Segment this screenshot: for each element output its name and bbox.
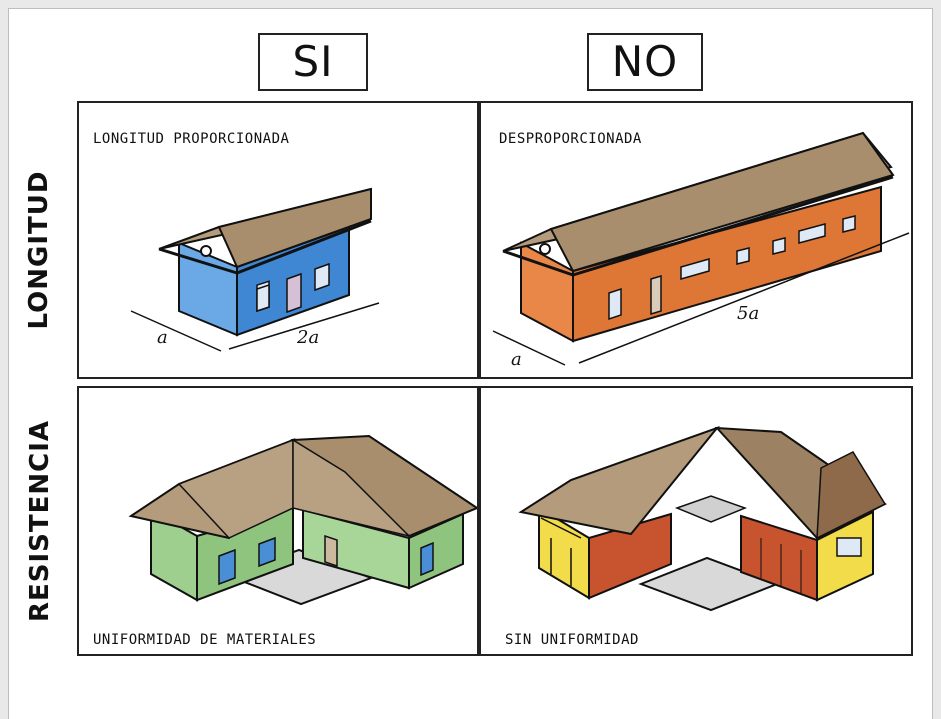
mixed-materials-house-drawing: [518, 425, 887, 612]
panel-caption: DESPROPORCIONADA: [499, 131, 642, 147]
dim-short-label: a: [511, 349, 522, 370]
illustration-frame: SI NO LONGITUD RESISTENCIA LONGITUD PROP…: [8, 8, 933, 719]
panel-non-uniform-materials: SIN UNIFORMIDAD: [479, 386, 913, 656]
blue-house-drawing: a 2a: [130, 187, 380, 352]
panel-caption: UNIFORMIDAD DE MATERIALES: [93, 632, 317, 648]
panel-proportioned-length: LONGITUD PROPORCIONADA a 2a: [77, 101, 479, 379]
green-house-drawing: [128, 434, 477, 606]
panel-caption: SIN UNIFORMIDAD: [505, 632, 639, 648]
panel-caption: LONGITUD PROPORCIONADA: [93, 131, 290, 147]
dim-long-label: 2a: [296, 327, 319, 348]
row-label-strength: RESISTENCIA: [25, 419, 55, 622]
dim-long-label: 5a: [737, 303, 759, 324]
panel-disproportioned-length: DESPROPORCIONADA a 5a: [479, 101, 913, 379]
row-label-length: LONGITUD: [24, 170, 54, 330]
orange-house-drawing: a 5a: [492, 131, 910, 370]
no-header: NO: [587, 33, 703, 91]
yes-header: SI: [258, 33, 368, 91]
dim-short-label: a: [157, 327, 168, 348]
panel-uniform-materials: UNIFORMIDAD DE MATERIALES: [77, 386, 479, 656]
